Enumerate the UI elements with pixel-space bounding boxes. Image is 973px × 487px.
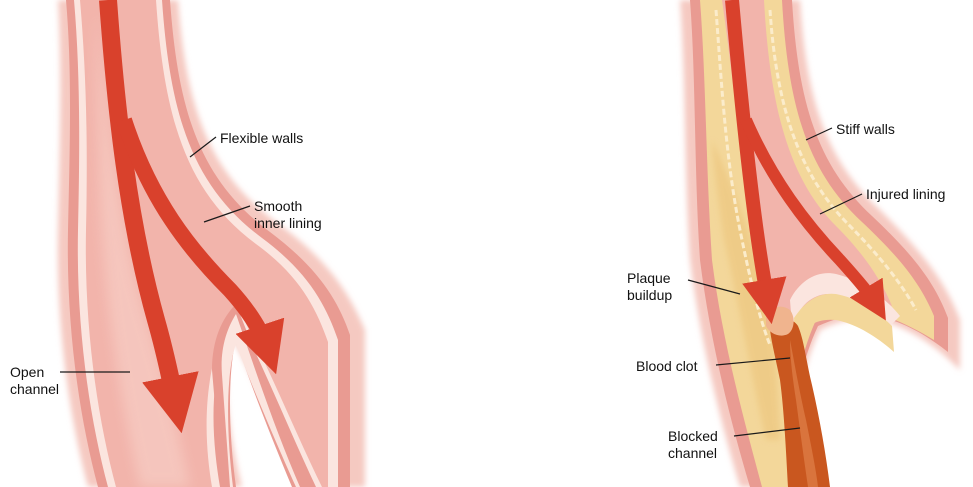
label-flexible-walls: Flexible walls: [220, 130, 303, 147]
label-open-channel: Open channel: [10, 364, 59, 398]
label-plaque-line2: buildup: [627, 287, 672, 304]
label-blocked-line1: Blocked: [668, 428, 718, 445]
label-stiff-walls: Stiff walls: [836, 121, 895, 138]
diseased-artery: [680, 0, 960, 487]
healthy-artery: [58, 0, 365, 487]
label-plaque-buildup: Plaque buildup: [627, 270, 672, 304]
label-open-line2: channel: [10, 381, 59, 398]
label-blood-clot: Blood clot: [636, 358, 697, 375]
label-injured-lining: Injured lining: [866, 186, 945, 203]
label-plaque-line1: Plaque: [627, 270, 672, 287]
label-smooth-line1: Smooth: [254, 198, 322, 215]
label-blood-clot-text: Blood clot: [636, 358, 697, 375]
label-blocked-channel: Blocked channel: [668, 428, 718, 462]
label-flexible-walls-text: Flexible walls: [220, 130, 303, 147]
label-smooth-inner-lining: Smooth inner lining: [254, 198, 322, 232]
label-stiff-walls-text: Stiff walls: [836, 121, 895, 138]
label-open-line1: Open: [10, 364, 59, 381]
label-blocked-line2: channel: [668, 445, 718, 462]
label-smooth-line2: inner lining: [254, 215, 322, 232]
label-injured-lining-text: Injured lining: [866, 186, 945, 203]
